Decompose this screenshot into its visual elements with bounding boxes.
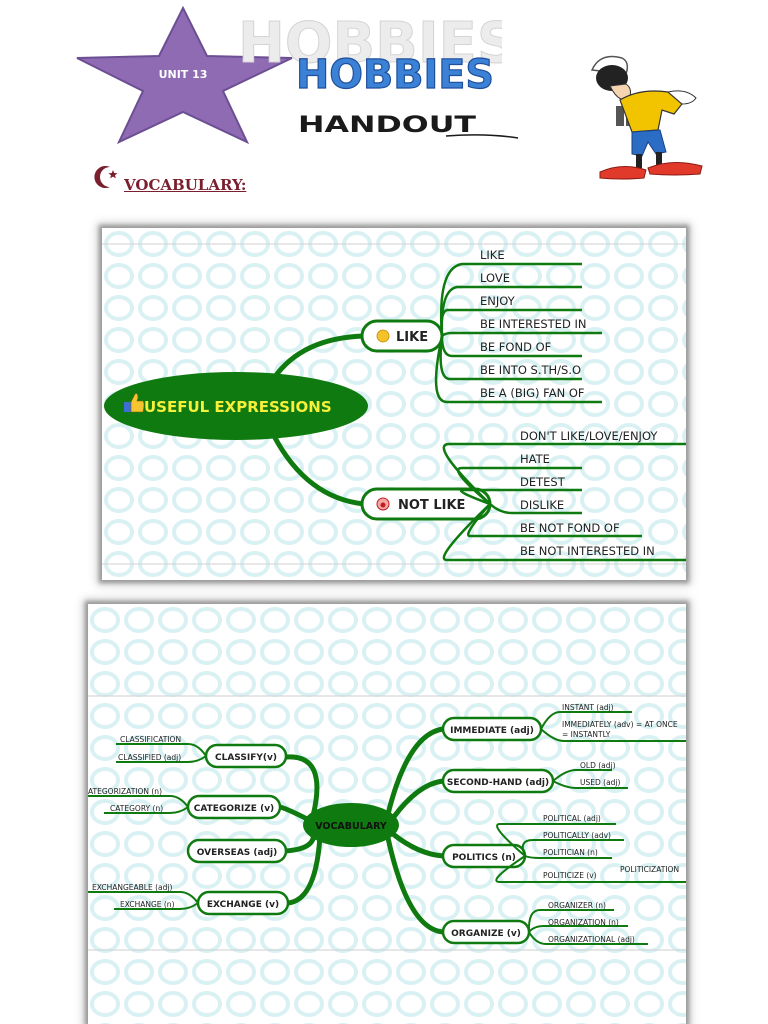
overseas-node — [186, 838, 288, 864]
overseas-label: OVERSEAS (adj) — [197, 848, 278, 858]
list-item: ENJOY — [480, 294, 516, 308]
list-item: CATEGORY (n) — [110, 804, 163, 813]
like-label: LIKE — [396, 330, 428, 345]
vocab-trunk-connectors — [279, 726, 444, 935]
list-item: CLASSIFIED (adj) — [118, 753, 181, 762]
vocab-center-node — [303, 803, 399, 847]
list-item: POLITICIAN (n) — [543, 848, 598, 857]
list-item: EXCHANGE (n) — [120, 900, 175, 909]
list-item: BE INTO S.TH/S.O — [480, 363, 581, 377]
list-item: CLASSIFICATION — [120, 735, 181, 744]
organize-label: ORGANIZE (v) — [451, 929, 521, 939]
list-item: POLITICIZATION — [620, 865, 679, 874]
title-shadow: HOBBIES — [238, 11, 502, 76]
unit-star: UNIT 13 — [76, 6, 293, 145]
title-hobbies: HOBBIES HOBBIES — [238, 11, 503, 99]
vocab-center-label: VOCABULARY — [315, 821, 387, 832]
mindmap-useful-expressions: USEFUL EXPRESSIONS LIKE LIKE LOVE ENJOY … — [102, 228, 686, 580]
list-item: ATEGORIZATION (n) — [88, 787, 162, 796]
like-connectors — [434, 262, 602, 404]
list-item: EXCHANGEABLE (adj) — [92, 883, 172, 892]
unit-label: UNIT 13 — [159, 68, 208, 81]
list-item: DISLIKE — [520, 498, 564, 512]
list-item: BE NOT INTERESTED IN — [520, 544, 655, 558]
categorize-label: CATEGORIZE (v) — [194, 804, 274, 814]
list-item: ORGANIZER (n) — [548, 901, 606, 910]
smiley-icon — [376, 329, 390, 343]
politics-label: POLITICS (n) — [452, 853, 516, 863]
second-hand-label: SECOND-HAND (adj) — [447, 778, 549, 788]
center-label: USEFUL EXPRESSIONS — [144, 398, 332, 416]
immediate-label: IMMEDIATE (adj) — [450, 726, 534, 736]
list-item: BE FOND OF — [480, 340, 551, 354]
mascot-image — [590, 55, 703, 180]
list-item: DON'T LIKE/LOVE/ENJOY — [520, 429, 658, 443]
subtitle-handout: HANDOUT — [298, 113, 519, 139]
list-item: POLITICALLY (adv) — [543, 831, 611, 840]
thumbs-up-icon — [124, 393, 145, 413]
section-heading: VOCABULARY: — [124, 176, 247, 194]
list-item: HATE — [520, 452, 550, 466]
page-title: HOBBIES — [296, 52, 494, 98]
mindmap-vocabulary: VOCABULARY CLASSIFY(v) CLASSIFICATION CL… — [88, 604, 686, 1024]
page-subtitle: HANDOUT — [298, 113, 476, 138]
not-like-label: NOT LIKE — [398, 498, 465, 513]
list-item: LOVE — [480, 271, 510, 285]
list-item: = INSTANTLY — [562, 730, 611, 739]
list-item: BE INTERESTED IN — [480, 317, 586, 331]
list-item: USED (adj) — [580, 778, 621, 787]
list-item: LIKE — [480, 248, 505, 262]
classify-label: CLASSIFY(v) — [215, 753, 277, 763]
exchange-label: EXCHANGE (v) — [207, 900, 279, 910]
center-node — [104, 372, 368, 440]
list-item: DETEST — [520, 475, 566, 489]
list-item: BE NOT FOND OF — [520, 521, 620, 535]
list-item: ORGANIZATIONAL (adj) — [548, 935, 635, 944]
not-like-items: DON'T LIKE/LOVE/ENJOY HATE DETEST DISLIK… — [520, 429, 658, 558]
not-like-connectors — [442, 442, 686, 562]
list-item: INSTANT (adj) — [562, 703, 614, 712]
like-items: LIKE LOVE ENJOY BE INTERESTED IN BE FOND… — [480, 248, 586, 400]
list-item: POLITICIZE (v) — [543, 871, 597, 880]
crescent-star-icon — [94, 166, 118, 188]
list-item: BE A (BIG) FAN OF — [480, 386, 585, 400]
list-item: OLD (adj) — [580, 761, 616, 770]
list-item: IMMEDIATELY (adv) = AT ONCE — [562, 720, 678, 729]
list-item: ORGANIZATION (n) — [548, 918, 619, 927]
list-item: POLITICAL (adj) — [543, 814, 601, 823]
